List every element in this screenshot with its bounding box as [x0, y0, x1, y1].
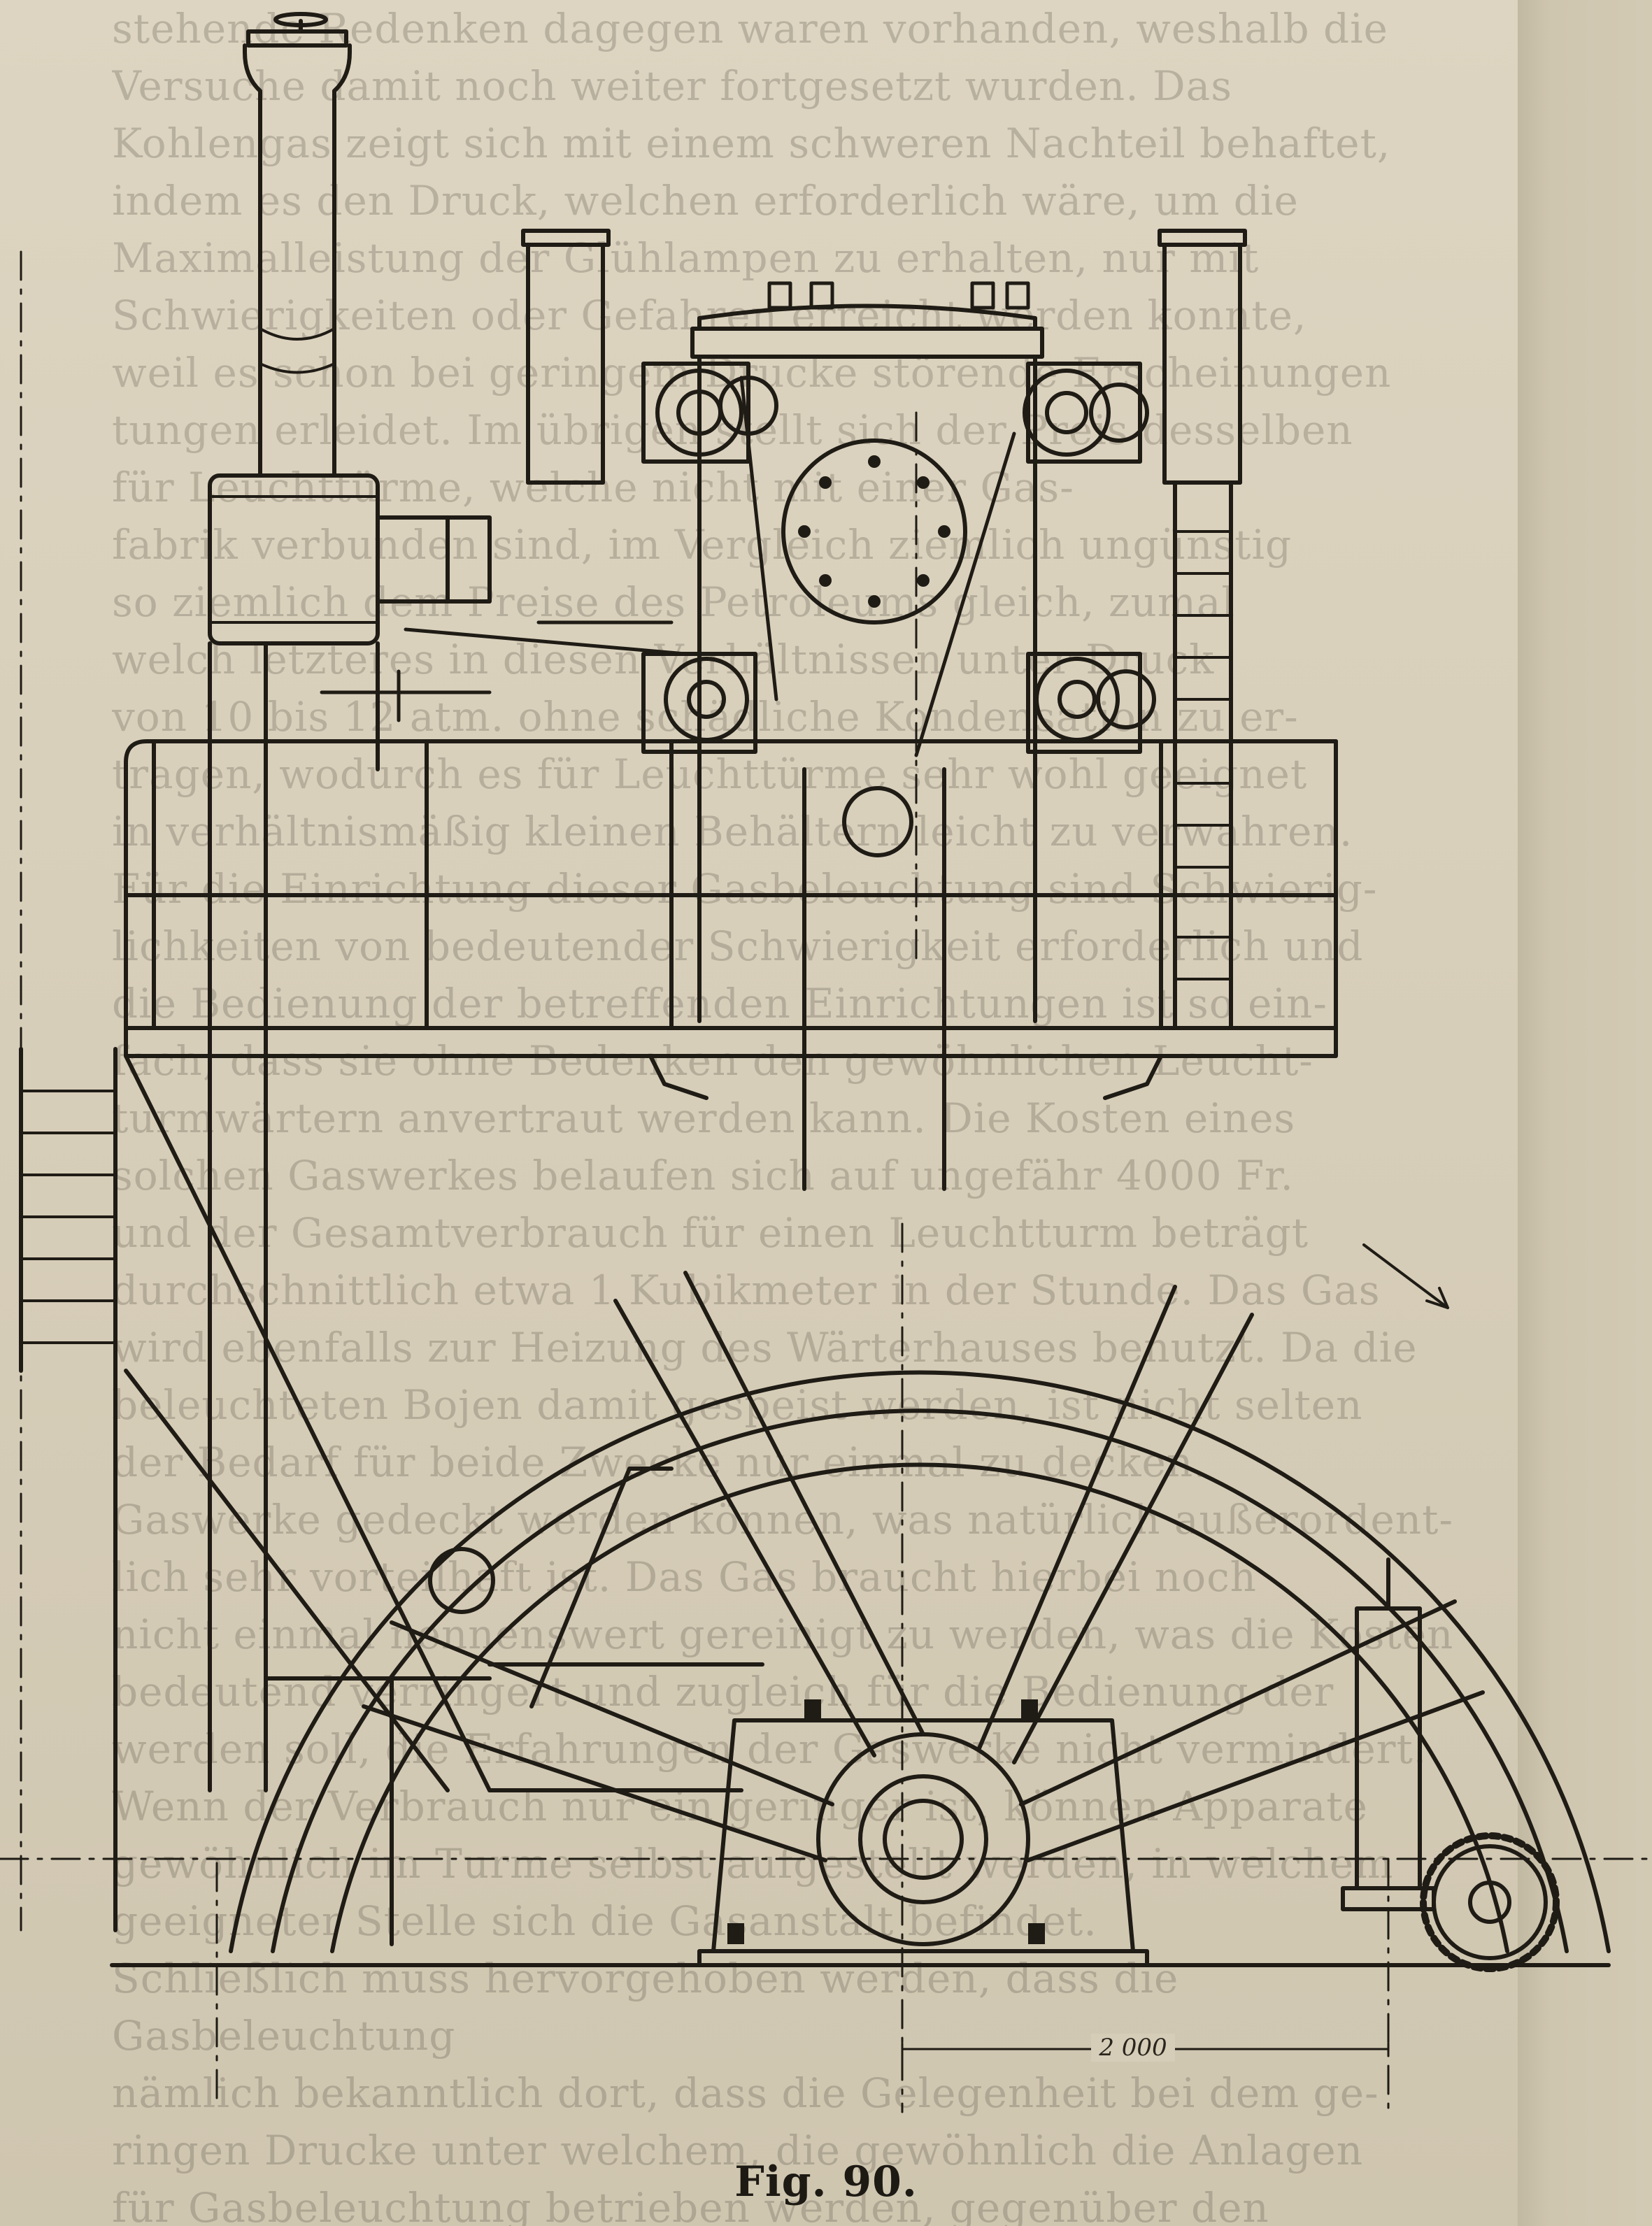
bleed-line: so ziemlich dem Preise des Petroleums gl…: [112, 578, 1236, 626]
lower-left-valve: [641, 652, 757, 754]
manhole-cover: [781, 438, 967, 625]
bleed-line: gewöhnlich im Turme selbst aufgestellt w…: [112, 1840, 1394, 1888]
bleed-line: lichkeiten von bedeutender Schwierigkeit…: [112, 922, 1364, 970]
bleed-line: fabrik verbunden sind, im Vergleich ziem…: [112, 521, 1293, 569]
bleed-line: Schließlich muss hervorgehoben werden, d…: [112, 1955, 1192, 2060]
bleed-line: der Bedarf für beide Zwecke nur einmal z…: [112, 1439, 1207, 1486]
bleed-line: die Bedienung der betreffenden Einrichtu…: [112, 980, 1327, 1027]
bleed-line: Gaswerke gedeckt werden können, was natü…: [112, 1496, 1454, 1543]
bleed-line: ringen Drucke unter welchem, die gewöhnl…: [112, 2127, 1364, 2174]
bleed-line: tragen, wodurch es für Leuchttürme sehr …: [112, 750, 1308, 798]
left-column: [208, 641, 380, 1792]
silencer-box: [208, 473, 492, 645]
bleed-line: bedeutend verringert und zugleich für di…: [112, 1668, 1334, 1715]
bleed-line: tungen erleidet. Im übrigen stellt sich …: [112, 406, 1353, 454]
bleed-line: und der Gesamtverbrauch für einen Leucht…: [112, 1209, 1309, 1257]
governor-column: [1341, 1557, 1436, 1911]
left-top-tank: [521, 229, 611, 485]
bleed-line: fach, dass sie ohne Bedenken den gewöhnl…: [112, 1037, 1313, 1085]
figure-caption: Fig. 90.: [734, 2157, 918, 2206]
bleed-line: geeigneter Stelle sich die Gasanstalt be…: [112, 1897, 1097, 1945]
gear-wheel: [1420, 1832, 1560, 1972]
engine-frame: [697, 767, 1037, 1191]
bleed-line: für Leuchttürme, welche nicht mit einer …: [112, 464, 1074, 511]
valve-linkage: [320, 376, 1016, 757]
exhaust-pipe: [243, 12, 352, 478]
right-top-tank: [1158, 229, 1247, 485]
dimension-label: 2 000: [1091, 2034, 1175, 2062]
bleed-line: weil es schon bei geringem Drucke stören…: [112, 349, 1392, 397]
bleed-line: indem es den Druck, welchen erforderlich…: [112, 177, 1299, 224]
left-stairs: [19, 1047, 492, 1932]
upper-right-valve: [1023, 362, 1149, 464]
upper-left-valve: [641, 362, 778, 464]
bleed-line: Für die Einrichtung dieser Gasbeleuchtun…: [112, 865, 1378, 913]
lower-frame: [264, 1467, 764, 1946]
flywheel: [229, 1271, 1611, 1953]
bleed-line: turmwärtern anvertraut werden kann. Die …: [112, 1094, 1296, 1142]
rotation-arrow: [1362, 1243, 1449, 1309]
right-ladder: [1173, 480, 1233, 1030]
construction-lines: [0, 250, 1652, 2113]
bleed-line: stehende Redenken dagegen waren vorhande…: [112, 5, 1389, 52]
bleed-line: wird ebenfalls zur Heizung des Wärterhau…: [112, 1324, 1418, 1371]
bleed-line: für Gasbeleuchtung betrieben werden, geg…: [112, 2184, 1269, 2226]
lower-right-valve: [1026, 652, 1156, 754]
platform: [124, 739, 1338, 1100]
main-bearing: [697, 1699, 1149, 1967]
bleed-line: welch letzteres in diesen Verhältnissen …: [112, 636, 1215, 683]
bleed-line: Kohlengas zeigt sich mit einem schweren …: [112, 120, 1391, 167]
